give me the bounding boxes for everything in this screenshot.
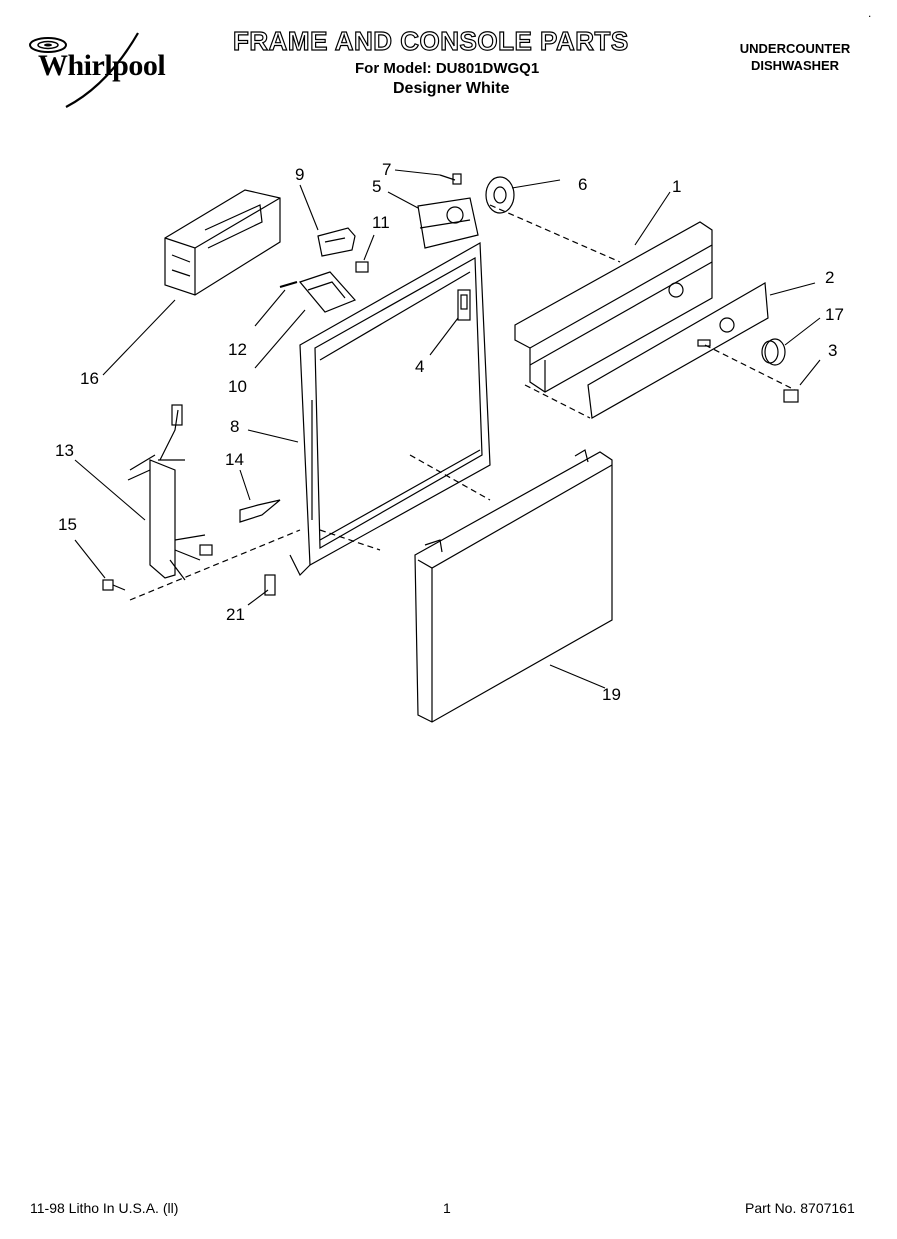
callout-16: 16 xyxy=(80,369,99,388)
corner-mark: . xyxy=(868,6,872,20)
whirlpool-logo: Whirlpool xyxy=(18,25,183,110)
page-title: FRAME AND CONSOLE PARTS xyxy=(232,25,629,56)
callout-12: 12 xyxy=(228,340,247,359)
part-13-wire-harness xyxy=(127,404,213,581)
part-7-screw xyxy=(439,173,462,185)
footer-part-number: Part No. 8707161 xyxy=(745,1200,855,1216)
callout-7: 7 xyxy=(382,160,391,179)
part-3-clip xyxy=(783,389,799,403)
model-line: For Model: DU801DWGQ1 xyxy=(355,60,540,77)
part-10-holder xyxy=(298,271,357,313)
part-15-screw xyxy=(102,579,126,591)
callout-14: 14 xyxy=(225,450,244,469)
part-9-bracket xyxy=(317,227,356,257)
callout-10: 10 xyxy=(228,377,247,396)
part-2-panel xyxy=(587,282,769,419)
callout-9: 9 xyxy=(295,165,304,184)
callout-1: 1 xyxy=(672,177,681,196)
callout-3: 3 xyxy=(828,341,837,360)
footer-page-number: 1 xyxy=(443,1200,451,1216)
callout-8: 8 xyxy=(230,417,239,436)
part-1-console xyxy=(514,221,713,393)
part-12-pin xyxy=(279,281,298,288)
footer-litho: 11-98 Litho In U.S.A. (ll) xyxy=(30,1200,179,1216)
part-6-hub xyxy=(485,176,515,214)
part-17-knob xyxy=(761,338,786,366)
part-8-frame xyxy=(289,241,491,577)
part-11-switch xyxy=(355,261,369,273)
color-line: Designer White xyxy=(393,80,510,97)
category-line-2: DISHWASHER xyxy=(750,58,840,73)
brand-name: Whirlpool xyxy=(38,49,166,82)
part-4-latch xyxy=(457,289,471,321)
callout-4: 4 xyxy=(415,357,424,376)
exploded-parts-diagram: 9 11 12 10 16 7 5 6 1 2 17 3 4 8 13 14 1… xyxy=(55,160,844,723)
callout-21: 21 xyxy=(226,605,245,624)
callout-17: 17 xyxy=(825,305,844,324)
part-19-door-panel xyxy=(414,449,613,723)
callout-5: 5 xyxy=(372,177,381,196)
part-14-sensor xyxy=(239,499,281,523)
category-line-1: UNDERCOUNTER xyxy=(739,41,851,56)
callout-2: 2 xyxy=(825,268,834,287)
callout-6: 6 xyxy=(578,175,587,194)
callout-19: 19 xyxy=(602,685,621,704)
part-16-enclosure xyxy=(164,189,281,296)
part-5-timer xyxy=(417,197,479,249)
callout-15: 15 xyxy=(58,515,77,534)
callout-13: 13 xyxy=(55,441,74,460)
logo-swirl-icon xyxy=(29,32,139,108)
part-21-spacer xyxy=(264,574,276,596)
callout-11: 11 xyxy=(372,213,390,232)
category-label: UNDERCOUNTER DISHWASHER xyxy=(730,40,860,74)
